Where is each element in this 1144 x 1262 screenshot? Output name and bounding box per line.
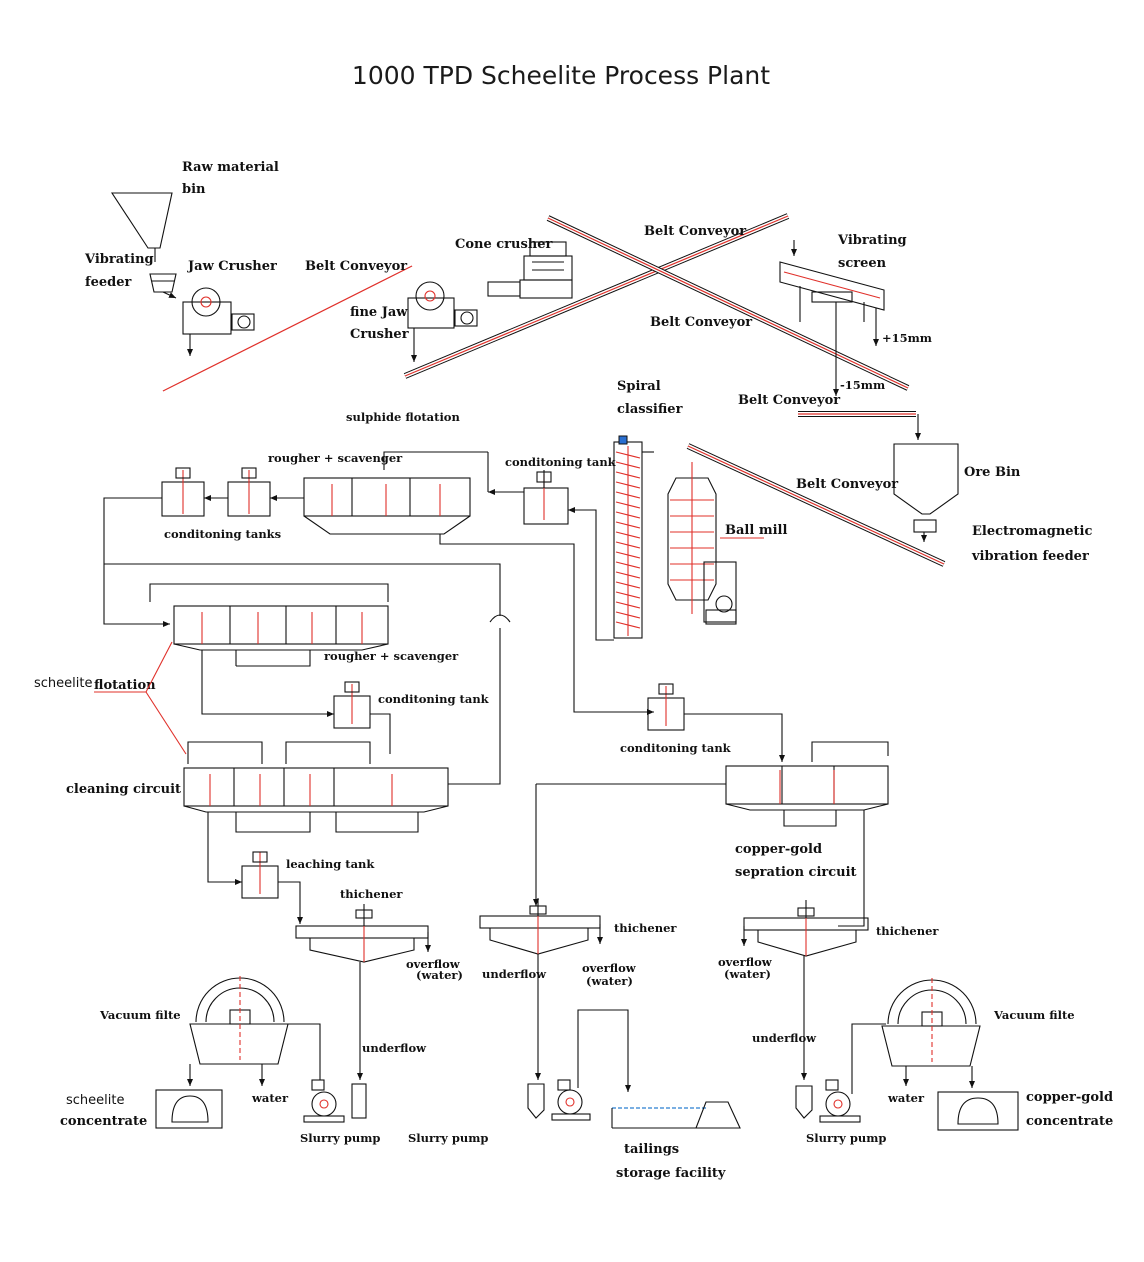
leaching-tank-label: leaching tank [286, 857, 375, 871]
water-2-label: water [887, 1091, 925, 1105]
tailings-label: tailings [624, 1142, 679, 1157]
belt-conveyor-3-label: Belt Conveyor [650, 315, 752, 330]
cone-crusher-label: Cone crusher [455, 237, 553, 252]
belt-conveyor-5 [686, 443, 946, 567]
belt-conveyor-2 [403, 213, 790, 379]
leaching-tank [241, 851, 279, 899]
overflow-3-label: overflow [718, 955, 773, 969]
belt-conveyor-3 [546, 215, 910, 391]
copper-gold-circuit-label: copper-gold [735, 842, 822, 857]
slurry-pump-1-label: Slurry pump [300, 1131, 380, 1145]
vacuum-filter-2 [881, 978, 981, 1088]
raw-material-bin-label: Raw material [182, 160, 279, 175]
belt-conveyor-4-label: Belt Conveyor [738, 393, 840, 408]
vibrating-screen-label-2: screen [838, 256, 887, 271]
copper-gold-concentrate-label-2: concentrate [1026, 1114, 1113, 1129]
rougher-scavenger-2-label: rougher + scavenger [324, 649, 459, 663]
em-feeder-label-2: vibration feeder [971, 549, 1089, 564]
underflow-2-label: underflow [482, 967, 547, 981]
belt-conveyor-1 [162, 264, 413, 393]
scheelite-flotation-label-2: flotation [94, 678, 156, 693]
overflow-3-water-label: (water) [724, 967, 771, 981]
thickener-1-label: thichener [340, 887, 403, 901]
jaw-crusher [182, 287, 255, 356]
water-1-label: water [251, 1091, 289, 1105]
em-feeder-label: Electromagnetic [972, 524, 1092, 539]
spiral-classifier-label-2: classifier [617, 402, 683, 417]
vacuum-filter-2-label: Vacuum filte [993, 1008, 1075, 1022]
vibrating-feeder-label-2: feeder [85, 275, 131, 290]
vibrating-screen-label: Vibrating [837, 233, 907, 248]
belt-conveyor-1-label: Belt Conveyor [305, 259, 407, 274]
scheelite-flotation-label: scheelite [34, 676, 92, 691]
spiral-classifier-label: Spiral [617, 379, 661, 394]
flotation-rougher-scavenger-1 [303, 451, 488, 535]
copper-gold-concentrate-label: copper-gold [1026, 1090, 1113, 1105]
thickener-2-label: thichener [614, 921, 677, 935]
flotation-rougher-scavenger-2 [149, 583, 389, 667]
underflow-3-label: underflow [752, 1031, 817, 1045]
conditioning-tank-2-label: conditoning tank [378, 692, 490, 706]
tailings-storage-facility [611, 1101, 741, 1129]
raw-material-bin [110, 192, 173, 262]
copper-gold-concentrate-bin [937, 1091, 1019, 1131]
raw-material-bin-label-2: bin [182, 182, 206, 197]
overflow-1-water-label: (water) [416, 968, 463, 982]
belt-conveyor-4 [798, 411, 921, 440]
ore-bin [893, 443, 959, 542]
ball-mill-label: Ball mill [725, 523, 787, 538]
vacuum-filter-1-label: Vacuum filte [99, 1008, 181, 1022]
thickener-1 [295, 904, 431, 1080]
oversize-label: +15mm [882, 331, 932, 345]
thickener-3 [741, 900, 869, 1080]
thickener-2 [479, 898, 603, 1080]
undersize-label: -15mm [840, 378, 885, 392]
conditioning-tank-1-label: conditoning tank [505, 455, 617, 469]
thickener-3-label: thichener [876, 924, 939, 938]
copper-gold-circuit-label-2: sepration circuit [735, 865, 857, 880]
vibrating-screen [779, 240, 885, 396]
overflow-1-label: overflow [406, 957, 461, 971]
vacuum-filter-1 [189, 976, 321, 1086]
conditioning-tank-3 [647, 683, 685, 731]
conditioning-tank-2 [333, 681, 371, 729]
conditioning-tanks-label: conditoning tanks [164, 527, 281, 541]
sulphide-flotation-label: sulphide flotation [346, 410, 460, 424]
diagram-title: 1000 TPD Scheelite Process Plant [352, 61, 770, 90]
conditioning-tanks-pair [161, 467, 304, 517]
scheelite-concentrate-bin [155, 1064, 223, 1129]
belt-conveyor-2-label: Belt Conveyor [644, 224, 746, 239]
slurry-pump-3 [795, 1023, 886, 1123]
cone-crusher [487, 241, 573, 299]
conditioning-tank-3-label: conditoning tank [620, 741, 732, 755]
scheelite-concentrate-label-2: concentrate [60, 1114, 147, 1129]
tailings-label-2: storage facility [616, 1166, 726, 1181]
cleaning-circuit [183, 741, 449, 833]
overflow-2-water-label: (water) [586, 974, 633, 988]
ore-bin-label: Ore Bin [964, 465, 1021, 480]
slurry-pump-2-label: Slurry pump [408, 1131, 488, 1145]
spiral-classifier [613, 435, 654, 639]
cleaning-circuit-label: cleaning circuit [66, 782, 181, 797]
underflow-1-label: underflow [362, 1041, 427, 1055]
vibrating-feeder-label: Vibrating [84, 252, 154, 267]
vibrating-feeder [149, 273, 177, 299]
fine-jaw-crusher-label-2: Crusher [350, 327, 409, 342]
rougher-scavenger-1-label: rougher + scavenger [268, 451, 403, 465]
belt-conveyor-5-label: Belt Conveyor [796, 477, 898, 492]
overflow-2-label: overflow [582, 961, 637, 975]
fine-jaw-crusher [407, 281, 478, 362]
fine-jaw-crusher-label: fine Jaw [350, 305, 408, 320]
copper-gold-separation-circuit [533, 741, 889, 927]
conditioning-tank-1 [523, 470, 569, 525]
slurry-pump-3-label: Slurry pump [806, 1131, 886, 1145]
slurry-pump-1 [303, 1079, 367, 1123]
scheelite-concentrate-label: scheelite [66, 1093, 124, 1108]
jaw-crusher-label: Jaw Crusher [187, 259, 277, 274]
slurry-pump-center [527, 1009, 631, 1121]
ball-mill [667, 462, 764, 625]
